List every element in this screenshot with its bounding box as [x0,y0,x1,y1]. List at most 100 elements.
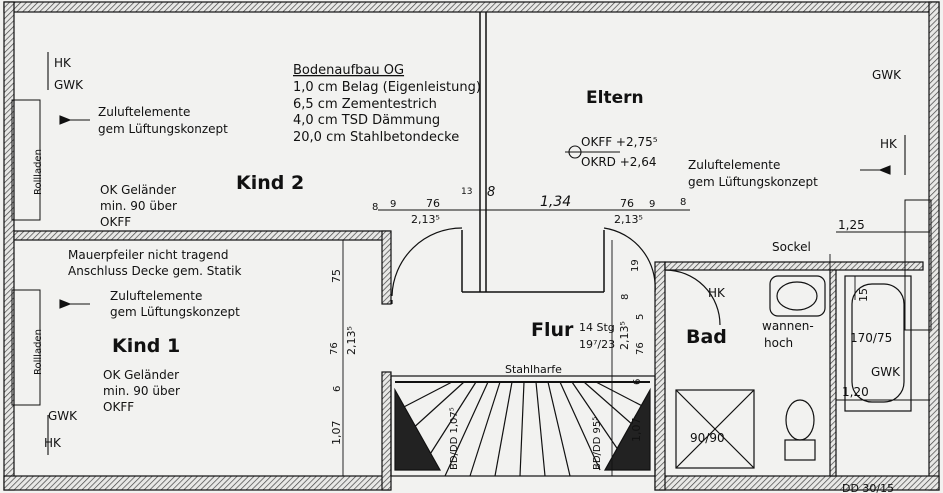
rolladen-bottom: Rollladen [33,329,44,375]
shower-tray [675,389,755,469]
gelaender-2-c: OKFF [103,400,134,414]
floor-build-line-3: 4,0 cm TSD Dämmung [293,113,440,128]
dim-13: 13 [461,187,472,197]
zuluft-2-a: Zuluftelemente [110,289,202,303]
stair-fill-right [603,387,651,471]
level-okrd: OKRD +2,64 [581,155,656,169]
dim-hand-134: 1,34 [540,194,571,210]
dim-9-left: 9 [390,199,396,210]
dim-107-vright: 1,07 [630,418,643,443]
dim-9-right: 9 [649,199,655,210]
washbasin [769,275,826,317]
wall-bad-left [654,261,666,491]
gwk-top-left: GWK [54,78,84,92]
gelaender-1-b: min. 90 über [100,199,177,213]
gelaender-1-a: OK Geländer [100,183,176,197]
gwk-top-right: GWK [872,68,902,82]
wall-kind1-top [13,230,391,241]
hk-bath: HK [708,286,726,300]
room-flur: Flur [531,319,574,341]
level-okff: OKFF +2,75⁵ [581,135,658,149]
partition-wall [461,12,605,293]
sockel-label: Sockel [772,240,811,254]
dim-125: 1,25 [838,218,865,232]
dim-8-left: 8 [372,202,378,213]
dim-76-vleft: 76 [329,342,340,355]
window-right-frame [904,199,932,331]
washbasin-bowl [776,281,818,311]
floor-build-line-4: 20,0 cm Stahlbetondecke [293,130,459,145]
stahlharfe-label: Stahlharfe [505,363,562,376]
dim-75-left: 75 [330,269,343,283]
bddd-right: BD/DD 95⁵ [592,417,603,470]
walls [3,1,940,491]
dim-6-vright: 6 [632,379,643,385]
stairs-count: 14 Stg [579,321,615,334]
pfeiler-b: Anschluss Decke gem. Statik [68,264,242,278]
dd-label: DD 30/15 [842,482,894,493]
doors [391,227,721,326]
dim-213-left: 2,13⁵ [411,213,440,226]
door-eltern [603,227,656,293]
window-left-top-frame [11,99,41,221]
bath-fixtures [675,275,912,469]
dim-8-vright: 8 [620,294,631,300]
dim-19-vright: 19 [630,259,641,272]
room-eltern: Eltern [586,88,644,108]
dim-8-right: 8 [680,197,686,208]
dim-5-vright: 5 [635,314,646,320]
dim-213-vleft: 2,13⁵ [345,326,358,355]
shower-size: 90/90 [690,431,725,445]
dim-213-right: 2,13⁵ [614,213,643,226]
toilet-bowl [785,399,815,441]
room-kind1: Kind 1 [112,335,180,357]
zuluft-3-b: gem Lüftungskonzept [688,175,818,189]
door-bad [664,269,721,326]
bddd-left: BD/DD 1,07⁵ [449,407,460,470]
gelaender-2-a: OK Geländer [103,368,179,382]
hk-bottom-left: HK [44,436,62,450]
wall-bottom-mid [654,475,940,491]
zuluft-1-b: gem Lüftungskonzept [98,122,228,136]
dim-15: 15 [857,288,870,302]
staircase [390,375,656,477]
dim-213-vright: 2,13⁵ [618,321,631,350]
gelaender-2-b: min. 90 über [103,384,180,398]
wall-bottom-left [3,475,391,491]
floor-build-line-1: 1,0 cm Belag (Eigenleistung) [293,80,481,95]
wall-left [3,1,15,491]
rolladen-top: Rollladen [33,149,44,195]
gelaender-1-c: OKFF [100,215,131,229]
toilet-tank [784,439,816,461]
zuluft-1-a: Zuluftelemente [98,105,190,119]
dim-76-right: 76 [620,197,634,210]
wall-top [3,1,940,13]
dim-107-vleft: 1,07 [330,421,343,446]
hk-right: HK [880,137,898,151]
window-left-bottom-frame [11,289,41,406]
dim-6-vleft: 6 [332,386,343,392]
dim-120: 1,20 [842,385,869,399]
stair-frame [390,375,656,477]
dim-hand-8: 8 [487,185,495,200]
room-kind2: Kind 2 [236,172,304,194]
markers [47,52,906,455]
dimension-lines [342,209,930,476]
door-kind2 [391,227,463,297]
stairs-rise: 19⁷/23 [579,338,615,351]
pfeiler-a: Mauerpfeiler nicht tragend [68,248,229,262]
stair-fill-left [394,387,442,471]
wall-bad-top [664,261,924,271]
wall-stairwell-left [381,371,392,491]
dim-76-left: 76 [426,197,440,210]
wall-pfeiler [381,230,392,305]
wanne-a: wannen- [762,319,814,333]
tub-size: 170/75 [850,331,892,345]
bathtub [844,275,912,412]
floor-build-title: Bodenaufbau OG [293,63,404,78]
dim-76-vright: 76 [635,342,646,355]
zuluft-3-a: Zuluftelemente [688,158,780,172]
labels: Kind 2 Kind 1 Eltern Flur Bad Bodenaufba… [33,56,902,493]
